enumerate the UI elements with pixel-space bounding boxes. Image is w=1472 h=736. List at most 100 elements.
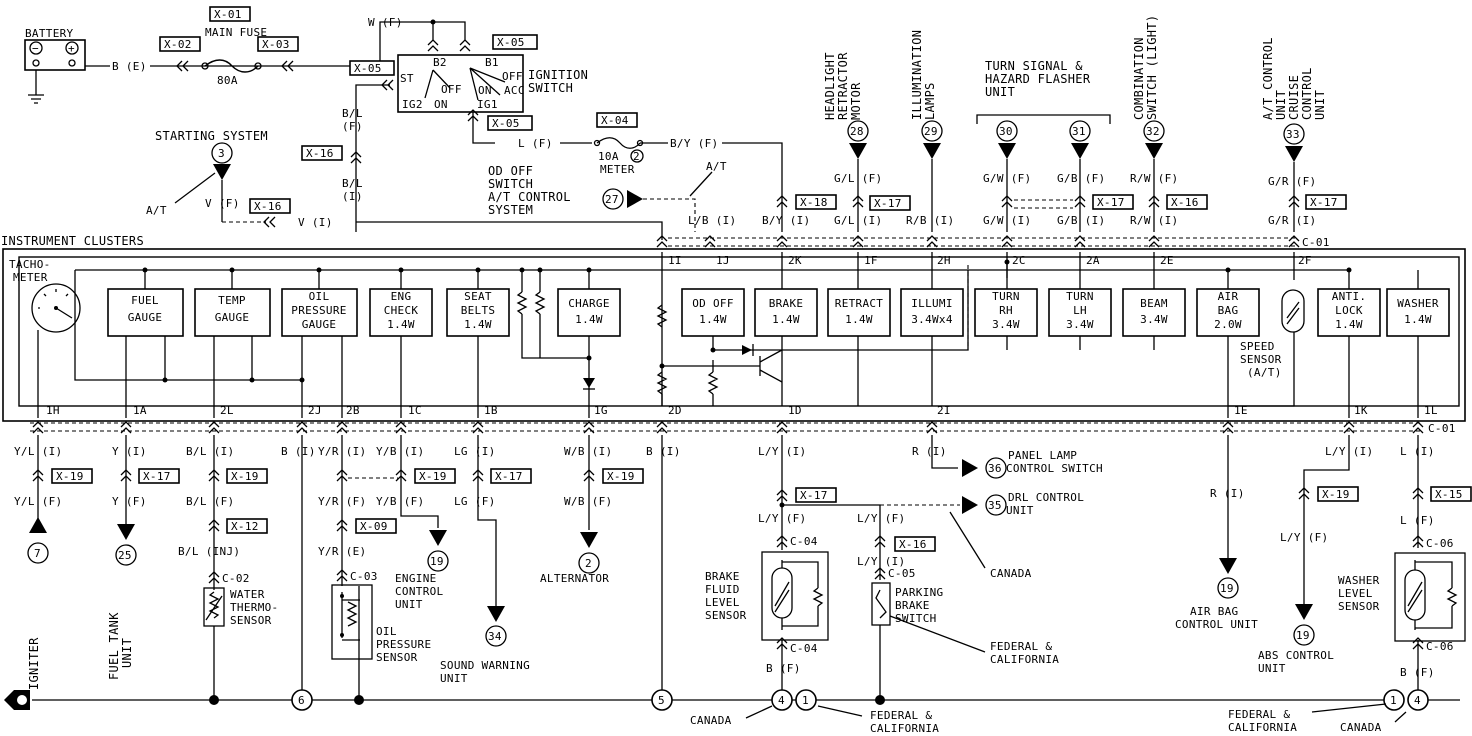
ref-turn-a: 30 [999, 125, 1013, 138]
wire-gb-f: G/B (F) [1057, 172, 1105, 185]
wire-ly-i: L/Y (I) [758, 445, 806, 458]
ref-gnd-4a: 4 [778, 694, 785, 707]
gauge-seat-3: 1.4W [464, 318, 492, 331]
gauge-fuel: FUEL [131, 294, 159, 307]
conn-x04: X-04 [601, 114, 629, 127]
ref-illum: 29 [924, 125, 938, 138]
panel-lamp-label-2: CONTROL SWITCH [1006, 462, 1103, 475]
ignition-switch-label-2: SWITCH [528, 81, 573, 95]
ign-pin-off2: OFF [502, 70, 523, 83]
pin-1k: 1K [1354, 404, 1368, 417]
ref-gnd-1a: 1 [802, 694, 809, 707]
pin-1e: 1E [1234, 404, 1248, 417]
ref-gnd-1b: 1 [1390, 694, 1397, 707]
gauge-airbag-3: 2.0W [1214, 318, 1242, 331]
wire-gr-f: G/R (F) [1268, 175, 1316, 188]
gauge-seat-2: BELTS [461, 304, 496, 317]
wire-y-f: Y (F) [112, 495, 147, 508]
fuel-tank-label-2: UNIT [120, 638, 134, 668]
meter-fuse-ref: 2 [633, 150, 640, 163]
battery: BATTERY − + [24, 27, 86, 104]
gauge-oil-3: GAUGE [302, 318, 337, 331]
pin-2b: 2B [346, 404, 360, 417]
retractor-label-3: MOTOR [849, 82, 863, 120]
federal-label-right-2: CALIFORNIA [1228, 721, 1297, 734]
wire-ly-i2: L/Y (I) [857, 555, 905, 568]
federal-label-1b: CALIFORNIA [990, 653, 1059, 666]
ign-pin-ig2: IG2 [402, 98, 423, 111]
conn-x16-d: X-16 [899, 538, 927, 551]
wire-at-1: A/T [146, 204, 167, 217]
conn-x16-a: X-16 [306, 147, 334, 160]
wire-yr-e: Y/R (E) [318, 545, 366, 558]
combo-label-2: SWITCH (LIGHT) [1145, 15, 1159, 120]
federal-label-mid-2: CALIFORNIA [870, 722, 939, 735]
gauge-odoff: OD OFF [692, 297, 734, 310]
ref-sound: 34 [488, 630, 502, 643]
conn-x17-a: X-17 [874, 197, 902, 210]
wire-lb-i: L/B (I) [688, 214, 736, 227]
water-thermo-label-2: THERMO- [230, 601, 278, 614]
battery-label: BATTERY [25, 27, 74, 40]
wire-lg-i: LG (I) [454, 445, 496, 458]
conn-x01: X-01 [214, 8, 242, 21]
pin-labels-bottom: 1H 1A 2L 2J 2B 1C 1B 1G 2D 1D 2I 1E 1K 1… [46, 404, 1438, 417]
washer-label-2: LEVEL [1338, 587, 1373, 600]
pin-1h: 1H [46, 404, 60, 417]
abs-label-2: UNIT [1258, 662, 1286, 675]
wire-at-2: A/T [706, 160, 727, 173]
atcu-label-5: UNIT [1313, 90, 1327, 120]
ref-starting: 3 [218, 147, 225, 160]
wire-wb-f: W/B (F) [564, 495, 612, 508]
igniter-ground: IGNITER [4, 637, 41, 710]
ref-turn-b: 31 [1072, 125, 1086, 138]
ignition-switch-label: IGNITION [528, 68, 588, 82]
wire-bl-f: B/L [342, 107, 363, 120]
conn-x05-b: X-05 [354, 62, 382, 75]
wire-bl-i: B/L [342, 177, 363, 190]
wire-gr-i: G/R (I) [1268, 214, 1316, 227]
washer-label-3: SENSOR [1338, 600, 1380, 613]
pin-1b: 1B [484, 404, 498, 417]
conn-x19-e: X-19 [1322, 488, 1350, 501]
conn-x12: X-12 [231, 520, 259, 533]
gauge-oil: OIL [309, 290, 330, 303]
ground-nodes: 6 5 4 1 1 4 [209, 689, 1429, 711]
ign-pin-on: ON [434, 98, 448, 111]
main-fuse-label: MAIN FUSE [205, 26, 267, 39]
atcu-label-4: CONTROL [1300, 67, 1314, 120]
wire-by-i: B/Y (I) [762, 214, 810, 227]
instrument-clusters-label: INSTRUMENT CLUSTERS [1, 234, 144, 248]
parking-brake-label: PARKING [895, 586, 943, 599]
ignition-switch: B2 B1 ST IG2 ON OFF ACC ON OFF IG1 IGNIT… [397, 39, 588, 113]
drl-label-2: UNIT [1006, 504, 1034, 517]
ref-retractor: 28 [850, 125, 864, 138]
wire-rb-i: R/B (I) [906, 214, 954, 227]
wire-r-i: R (I) [912, 445, 947, 458]
svg-text:−: − [32, 42, 39, 55]
wire-l-f2: L (F) [1400, 514, 1435, 527]
panel-lamp-label: PANEL LAMP [1008, 449, 1077, 462]
tachometer: TACHO- METER [9, 258, 300, 418]
speed-sensor-label-2: SENSOR [1240, 353, 1282, 366]
drl-label: DRL CONTROL [1008, 491, 1084, 504]
conn-x15: X-15 [1435, 488, 1463, 501]
tacho-label-2: METER [13, 271, 48, 284]
wire-r-i2: R (I) [1210, 487, 1245, 500]
retractor-label-2: RETRACTOR [836, 52, 850, 120]
ign-pin-ig1: IG1 [477, 98, 498, 111]
gauge-temp: TEMP [218, 294, 246, 307]
wire-gl-i: G/L (I) [834, 214, 882, 227]
washer-label: WASHER [1338, 574, 1380, 587]
wire-bl-i-2: (I) [342, 190, 363, 203]
gauge-turn-lh-3: 3.4W [1066, 318, 1094, 331]
pin-1g: 1G [594, 404, 608, 417]
igniter-label: IGNITER [27, 637, 41, 690]
brake-fluid-label-4: SENSOR [705, 609, 747, 622]
conn-x16-b: X-16 [254, 200, 282, 213]
water-thermo-label: WATER [230, 588, 265, 601]
wire-lg-f: LG (F) [454, 495, 496, 508]
ref-gnd-6: 6 [298, 694, 305, 707]
pin-1c: 1C [408, 404, 422, 417]
